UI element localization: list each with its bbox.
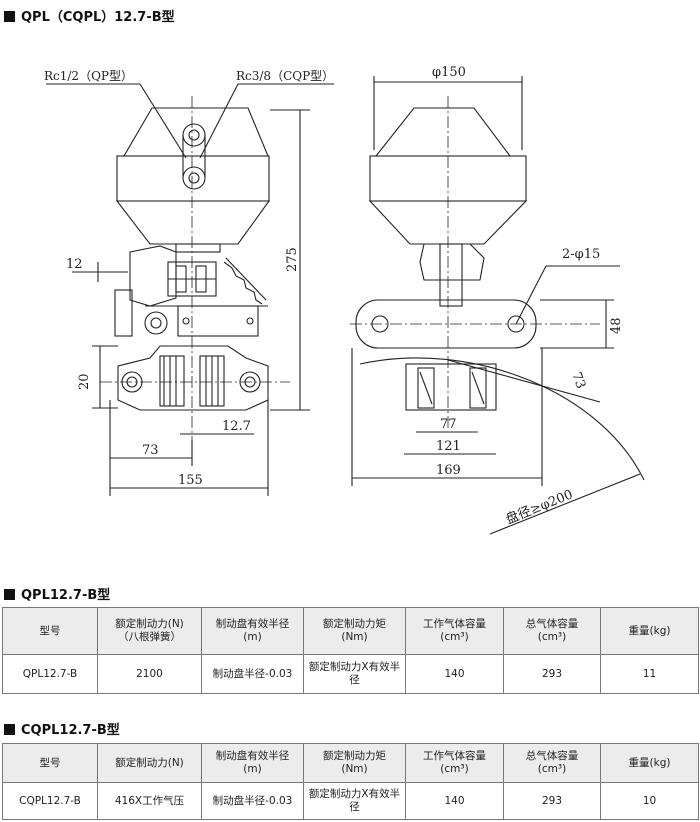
cell-effective-radius: 制动盘半径-0.03 — [201, 782, 304, 820]
label-dim-48: 48 — [609, 317, 624, 334]
cell-working-gas: 140 — [405, 654, 504, 694]
label-rc-qp: Rc1/2（QP型） — [44, 69, 133, 83]
label-holes: 2-φ15 — [562, 247, 600, 262]
cell-weight: 10 — [600, 782, 699, 820]
table-header-row: 型号 额定制动力(N) 制动盘有效半径(m) 额定制动力矩(Nm) 工作气体容量… — [2, 743, 699, 783]
label-dim-169: 169 — [436, 463, 461, 478]
header-effective-radius: 制动盘有效半径(m) — [201, 743, 304, 783]
left-cone — [115, 200, 271, 245]
header-weight: 重量(kg) — [600, 743, 699, 783]
label-dim-121: 121 — [436, 439, 461, 454]
label-dim-12: 12 — [66, 257, 83, 272]
cell-rated-force: 2100 — [97, 654, 202, 694]
cell-weight: 11 — [600, 654, 699, 694]
square-bullet-icon — [4, 724, 15, 735]
right-cap — [374, 107, 512, 157]
spring — [223, 261, 263, 305]
page-title: QPL（CQPL）12.7-B型 — [4, 6, 175, 25]
header-working-gas: 工作气体容量(cm³) — [405, 607, 504, 655]
cell-model: CQPL12.7-B — [2, 782, 98, 820]
label-dim-12-7: 12.7 — [222, 419, 251, 434]
technical-drawing: Rc1/2（QP型） Rc3/8（CQP型） φ150 12 275 2-φ15… — [44, 65, 645, 535]
header-working-gas: 工作气体容量(cm³) — [405, 743, 504, 783]
header-total-gas: 总气体容量(cm³) — [503, 607, 601, 655]
cqpl-spec-table: 型号 额定制动力(N) 制动盘有效半径(m) 额定制动力矩(Nm) 工作气体容量… — [2, 743, 699, 820]
label-dim-77: 77 — [440, 417, 457, 432]
header-weight: 重量(kg) — [600, 607, 699, 655]
header-effective-radius: 制动盘有效半径(m) — [201, 607, 304, 655]
right-hole-2 — [507, 315, 525, 333]
left-pivot — [144, 311, 168, 335]
label-dim-73-left: 73 — [142, 443, 159, 458]
header-rated-torque: 额定制动力矩(Nm) — [303, 607, 406, 655]
left-plate — [177, 305, 259, 337]
table1-heading: QPL12.7-B型 — [4, 584, 110, 603]
square-bullet-icon — [4, 11, 15, 22]
qpl-spec-table: 型号 额定制动力(N)（八根弹簧） 制动盘有效半径(m) 额定制动力矩(Nm) … — [2, 607, 699, 694]
label-disc-note: 盘径≥φ200 — [504, 486, 576, 527]
header-model: 型号 — [2, 743, 98, 783]
cell-rated-force: 416X工作气压 — [97, 782, 202, 820]
header-rated-torque: 额定制动力矩(Nm) — [303, 743, 406, 783]
port-lower — [182, 166, 206, 190]
cell-rated-torque: 额定制动力X有效半径 — [303, 654, 406, 694]
square-bullet-icon — [4, 589, 15, 600]
table-row: CQPL12.7-B 416X工作气压 制动盘半径-0.03 额定制动力X有效半… — [2, 782, 699, 820]
label-dim-155: 155 — [178, 473, 203, 488]
right-cone — [368, 200, 528, 245]
disc-arc — [359, 357, 645, 481]
header-total-gas: 总气体容量(cm³) — [503, 743, 601, 783]
header-rated-force: 额定制动力(N)（八根弹簧） — [97, 607, 202, 655]
header-model: 型号 — [2, 607, 98, 655]
cell-total-gas: 293 — [503, 654, 601, 694]
table2-heading: CQPL12.7-B型 — [4, 719, 120, 738]
left-cylinder-body — [116, 155, 270, 202]
table-row: QPL12.7-B 2100 制动盘半径-0.03 额定制动力X有效半径 140… — [2, 654, 699, 694]
header-rated-force: 额定制动力(N) — [97, 743, 202, 783]
left-caliper — [117, 345, 269, 411]
label-dim-73-right: 73 — [568, 370, 588, 391]
port-upper — [182, 123, 206, 147]
table-header-row: 型号 额定制动力(N)（八根弹簧） 制动盘有效半径(m) 额定制动力矩(Nm) … — [2, 607, 699, 655]
label-dim-20: 20 — [77, 373, 92, 390]
cell-total-gas: 293 — [503, 782, 601, 820]
cell-rated-torque: 额定制动力X有效半径 — [303, 782, 406, 820]
cell-model: QPL12.7-B — [2, 654, 98, 694]
label-phi150: φ150 — [432, 65, 466, 80]
label-rc-cqp: Rc3/8（CQP型） — [236, 69, 334, 83]
cell-effective-radius: 制动盘半径-0.03 — [201, 654, 304, 694]
cell-working-gas: 140 — [405, 782, 504, 820]
left-cap — [123, 107, 269, 157]
label-dim-275: 275 — [285, 247, 300, 272]
